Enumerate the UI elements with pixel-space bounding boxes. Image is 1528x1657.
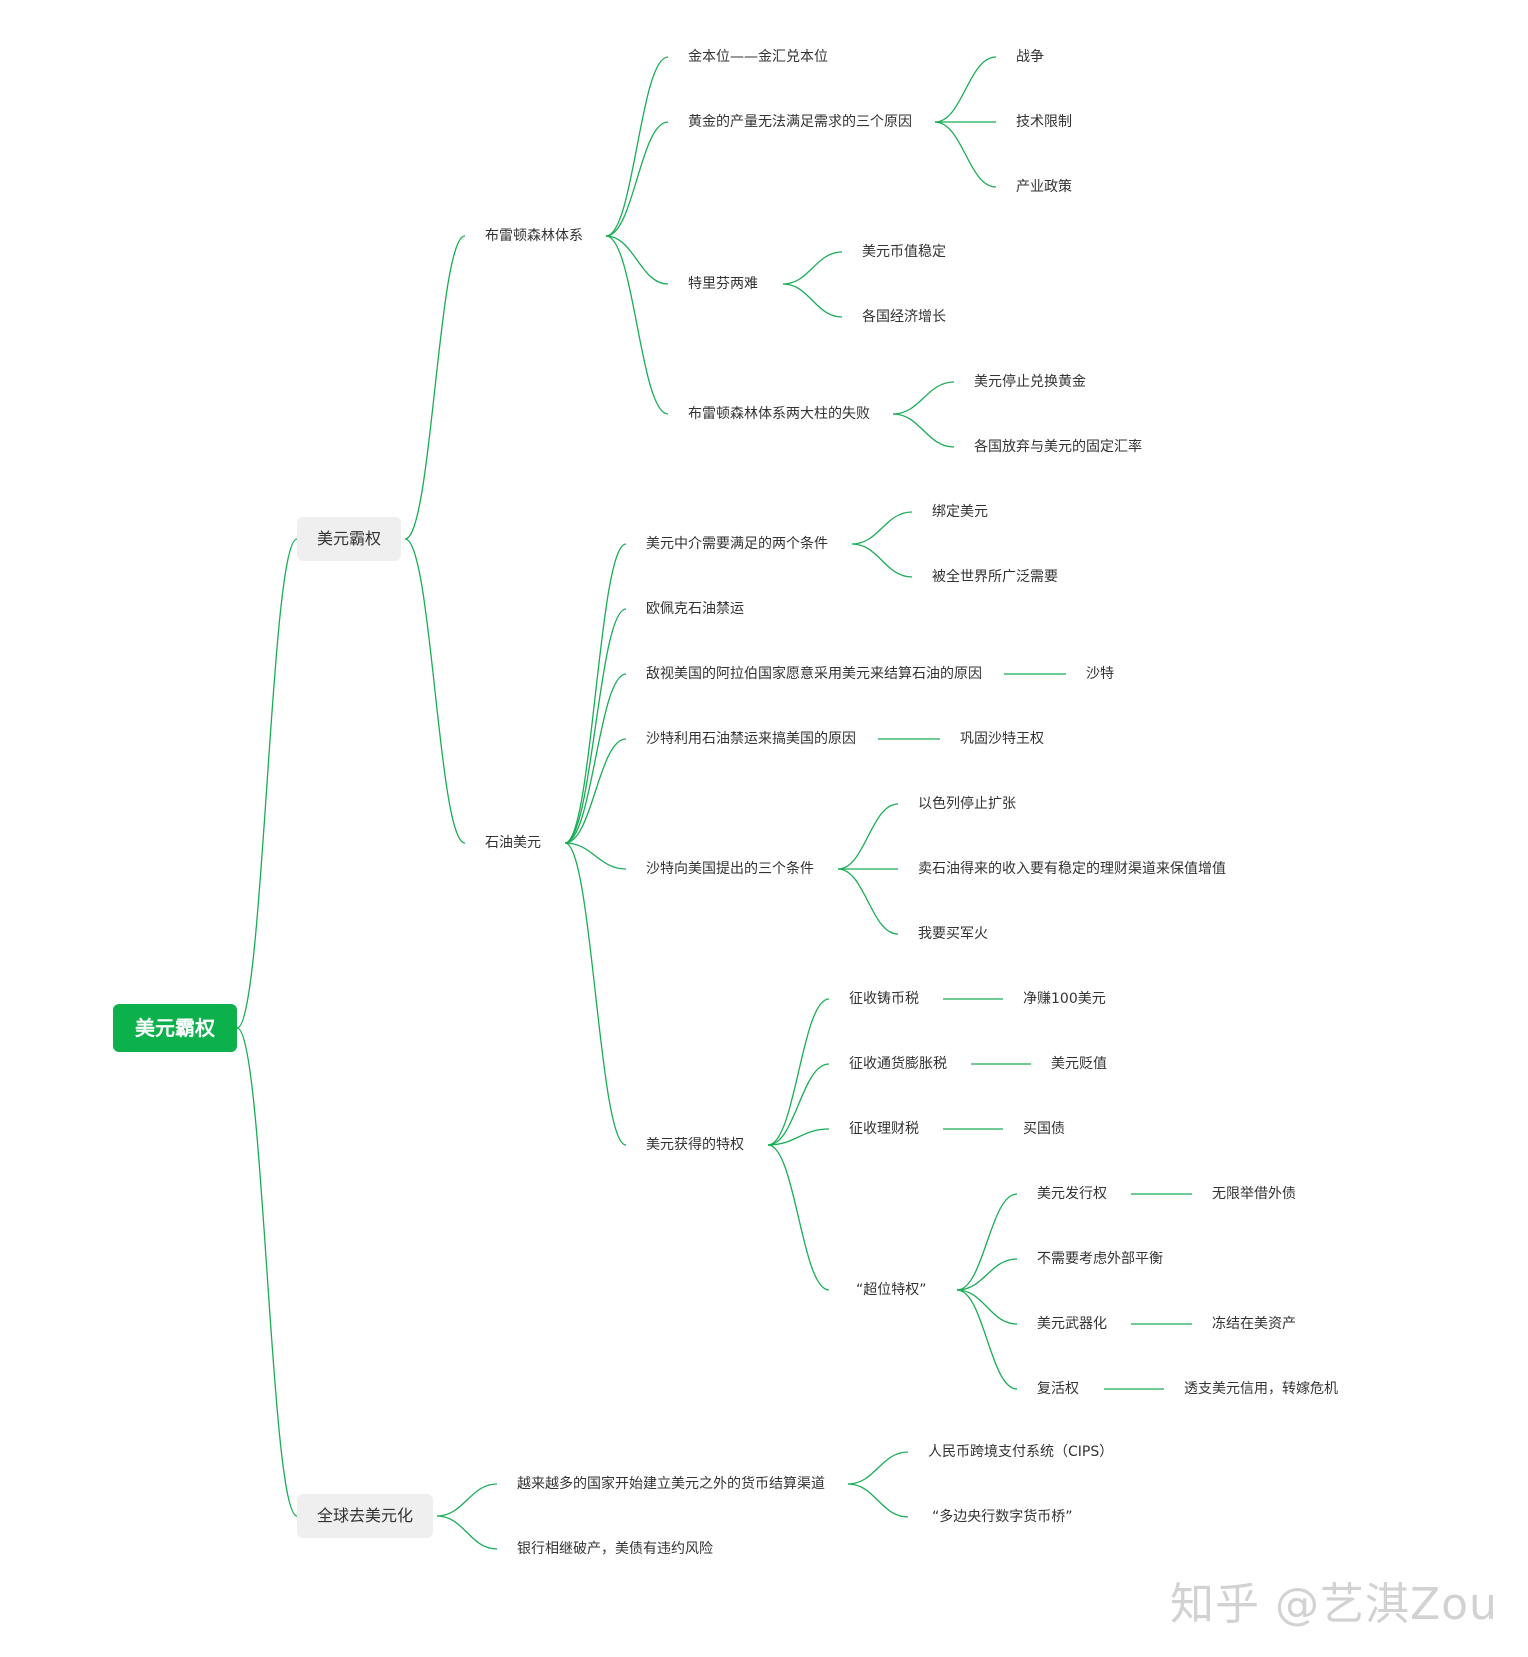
connector-curve <box>892 381 955 415</box>
node-saudi-reason[interactable]: 沙特利用石油禁运来搞美国的原因 <box>646 731 856 747</box>
node-saudi-conditions[interactable]: 沙特向美国提出的三个条件 <box>646 861 814 877</box>
connector-curve <box>767 998 830 1146</box>
connector-curve <box>837 803 899 870</box>
node-gold-supply[interactable]: 黄金的产量无法满足需求的三个原因 <box>688 114 912 130</box>
node-stop-gold[interactable]: 美元停止兑换黄金 <box>974 374 1086 390</box>
node-abandon-peg[interactable]: 各国放弃与美元的固定汇率 <box>974 439 1142 455</box>
node-privileges[interactable]: 美元获得的特权 <box>646 1137 744 1153</box>
connector-curve <box>956 1258 1018 1291</box>
topic-dollar-hegemony[interactable]: 美元霸权 <box>297 517 402 561</box>
node-widely-needed[interactable]: 被全世界所广泛需要 <box>932 569 1058 585</box>
connector-curve <box>956 1193 1018 1291</box>
node-mbridge[interactable]: “多边央行数字货币桥” <box>932 1509 1073 1525</box>
node-revival-right[interactable]: 复活权 <box>1037 1381 1079 1397</box>
node-opec-embargo[interactable]: 欧佩克石油禁运 <box>646 601 744 617</box>
connector-curve <box>564 738 627 844</box>
node-unlimited-debt[interactable]: 无限举借外债 <box>1212 1186 1296 1202</box>
node-alt-channels[interactable]: 越来越多的国家开始建立美元之外的货币结算渠道 <box>517 1476 825 1492</box>
connector-curve <box>956 1289 1018 1325</box>
node-war[interactable]: 战争 <box>1016 49 1044 65</box>
node-bank-failures[interactable]: 银行相继破产，美债有违约风险 <box>517 1541 713 1557</box>
node-stable-investment[interactable]: 卖石油得来的收入要有稳定的理财渠道来保值增值 <box>918 861 1226 877</box>
connector-curve <box>605 235 669 415</box>
connector-curve <box>956 1289 1018 1390</box>
node-saudi[interactable]: 沙特 <box>1086 666 1114 682</box>
node-weaponization[interactable]: 美元武器化 <box>1037 1316 1107 1332</box>
connector-curve <box>564 842 627 870</box>
node-exorbitant-privilege[interactable]: “超位特权” <box>856 1282 927 1298</box>
node-industrial-policy[interactable]: 产业政策 <box>1016 179 1072 195</box>
node-finance-tax[interactable]: 征收理财税 <box>849 1121 919 1137</box>
node-cips[interactable]: 人民币跨境支付系统（CIPS） <box>928 1444 1114 1460</box>
node-overdraw-credit[interactable]: 透支美元信用，转嫁危机 <box>1184 1381 1338 1397</box>
node-treasuries[interactable]: 买国债 <box>1023 1121 1065 1137</box>
node-bind-dollar[interactable]: 绑定美元 <box>932 504 988 520</box>
connector-curve <box>934 56 997 123</box>
connector-curve <box>847 1483 909 1518</box>
connector-curve <box>847 1451 909 1485</box>
node-net-profit[interactable]: 净赚100美元 <box>1023 991 1106 1007</box>
connector-curve <box>605 56 669 237</box>
topic-de-dollarization[interactable]: 全球去美元化 <box>297 1494 434 1538</box>
node-petrodollar[interactable]: 石油美元 <box>485 835 541 851</box>
connector-curve <box>404 538 466 844</box>
node-issuance-right[interactable]: 美元发行权 <box>1037 1186 1107 1202</box>
node-economic-growth[interactable]: 各国经济增长 <box>862 309 946 325</box>
connector-curve <box>767 1063 830 1146</box>
connector-curve <box>605 235 669 285</box>
connector-curve <box>837 868 899 935</box>
node-bw-collapse[interactable]: 布雷顿森林体系两大柱的失败 <box>688 406 870 422</box>
node-inflation-tax[interactable]: 征收通货膨胀税 <box>849 1056 947 1072</box>
connector-curve <box>767 1144 830 1291</box>
connector-curve <box>892 413 955 448</box>
connector-curve <box>564 842 627 1146</box>
node-intermediary-conditions[interactable]: 美元中介需要满足的两个条件 <box>646 536 828 552</box>
node-triffin[interactable]: 特里芬两难 <box>688 276 758 292</box>
node-gold-standard[interactable]: 金本位——金汇兑本位 <box>688 49 828 65</box>
connector-curve <box>564 673 627 844</box>
node-hostile-arab[interactable]: 敌视美国的阿拉伯国家愿意采用美元来结算石油的原因 <box>646 666 982 682</box>
connector-curve <box>436 1515 498 1550</box>
connector-curve <box>782 283 843 318</box>
connector-curve <box>564 608 627 844</box>
node-buy-arms[interactable]: 我要买军火 <box>918 926 988 942</box>
connector-curve <box>934 121 997 188</box>
node-freeze-assets[interactable]: 冻结在美资产 <box>1212 1316 1296 1332</box>
node-israel-stop[interactable]: 以色列停止扩张 <box>918 796 1016 812</box>
connector-curve <box>404 235 466 540</box>
connector-curve <box>236 538 298 1029</box>
connector-curve <box>767 1128 830 1146</box>
node-dollar-stable[interactable]: 美元币值稳定 <box>862 244 946 260</box>
node-no-external-balance[interactable]: 不需要考虑外部平衡 <box>1037 1251 1163 1267</box>
connector-curve <box>436 1483 498 1517</box>
node-seigniorage[interactable]: 征收铸币税 <box>849 991 919 1007</box>
watermark: 知乎 @艺淇Zou <box>1170 1579 1498 1630</box>
node-tech-limits[interactable]: 技术限制 <box>1016 114 1072 130</box>
connector-curve <box>851 543 913 578</box>
node-devaluation[interactable]: 美元贬值 <box>1051 1056 1107 1072</box>
connector-curve <box>605 121 669 237</box>
connector-curve <box>782 251 843 285</box>
connector-curve <box>236 1027 298 1517</box>
node-bretton-woods[interactable]: 布雷顿森林体系 <box>485 228 583 244</box>
connector-curve <box>851 511 913 545</box>
connector-curve <box>564 543 627 844</box>
node-consolidate-monarchy[interactable]: 巩固沙特王权 <box>960 731 1044 747</box>
root-node[interactable]: 美元霸权 <box>113 1004 237 1052</box>
